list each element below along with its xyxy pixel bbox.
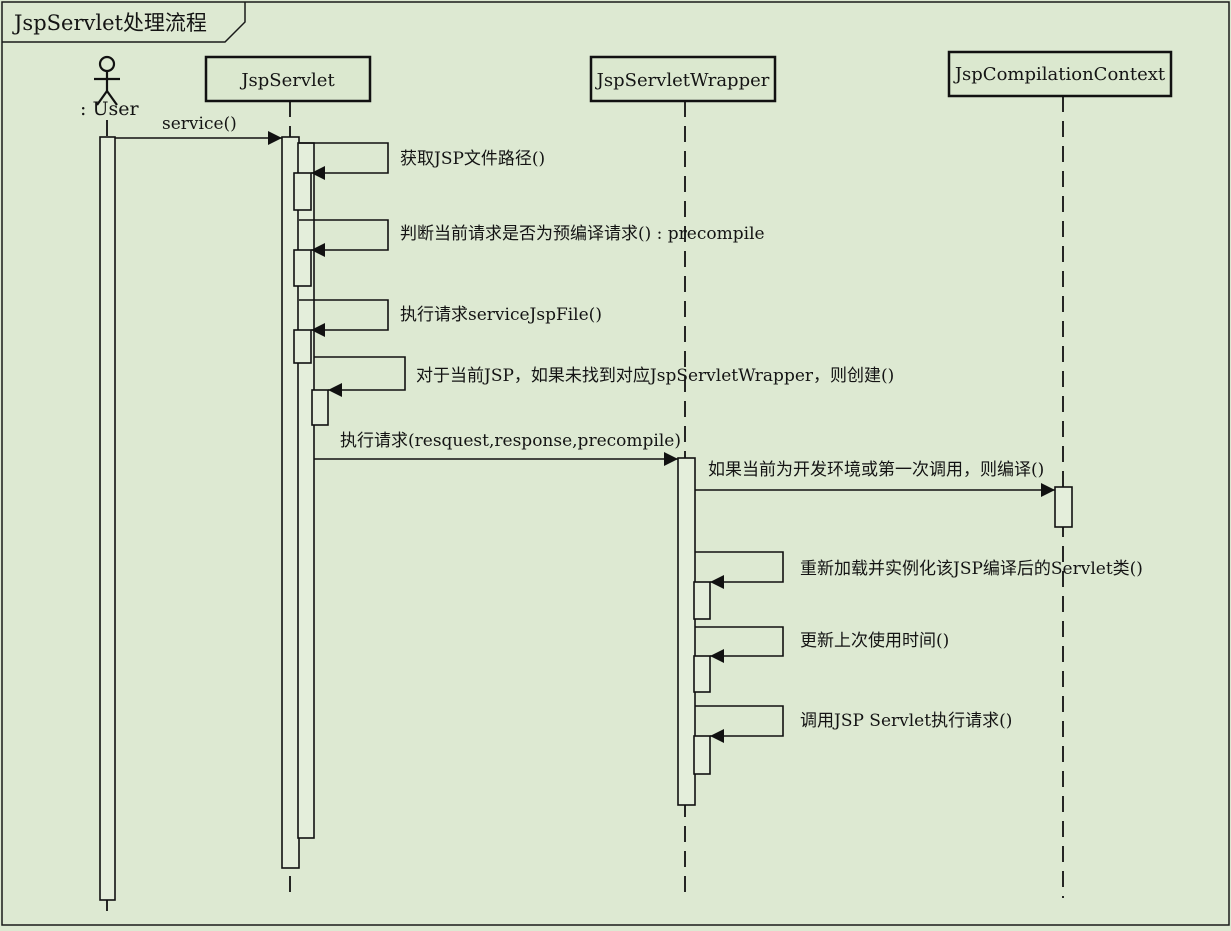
message-arrow-service-jsp-file xyxy=(299,299,389,337)
activation-self-get-path xyxy=(293,172,312,211)
message-label-compile: 如果当前为开发环境或第一次调用，则编译() xyxy=(708,460,1044,480)
message-arrow-invoke-servlet xyxy=(695,705,784,743)
activation-user xyxy=(99,136,116,901)
message-label-get-path: 获取JSP文件路径() xyxy=(400,149,545,169)
lifeline-head-wrapper xyxy=(589,55,777,103)
activation-jspservlet-nested xyxy=(297,142,315,839)
message-label-wrapper-service: 执行请求(resquest,response,precompile) xyxy=(340,431,681,451)
user-actor-icon xyxy=(94,55,120,106)
lifeline-label-context: JspCompilationContext xyxy=(953,64,1166,85)
message-arrow-create-wrapper xyxy=(314,356,406,397)
activation-self-update-time xyxy=(693,655,711,693)
lifeline-head-jspservlet xyxy=(204,55,372,103)
message-label-is-precompile: 判断当前请求是否为预编译请求() : precompile xyxy=(400,224,765,244)
activation-self-service-jsp-file xyxy=(293,329,312,364)
message-arrow-get-path xyxy=(299,142,389,180)
message-label-invoke-servlet: 调用JSP Servlet执行请求() xyxy=(800,711,1012,731)
activation-wrapper xyxy=(677,457,696,806)
frame-title-tab xyxy=(2,2,246,43)
activation-jspservlet xyxy=(281,136,300,869)
message-label-reload: 重新加载并实例化该JSP编译后的Servlet类() xyxy=(800,559,1143,579)
activation-self-invoke-servlet xyxy=(693,735,711,775)
message-label-service: service() xyxy=(162,114,237,134)
lifeline-head-context xyxy=(947,50,1173,98)
user-actor-label: : User xyxy=(80,98,139,120)
message-label-create-wrapper: 对于当前JSP，如果未找到对应JspServletWrapper，则创建() xyxy=(416,366,894,386)
message-arrow-is-precompile xyxy=(299,219,389,257)
activation-self-is-precompile xyxy=(293,249,312,287)
activation-self-reload xyxy=(693,581,711,620)
message-label-service-jsp-file: 执行请求serviceJspFile() xyxy=(400,305,602,325)
message-arrow-reload xyxy=(695,551,784,589)
frame-title: JspServlet处理流程 xyxy=(12,11,207,35)
lifeline-label-wrapper: JspServletWrapper xyxy=(595,70,770,91)
message-label-update-time: 更新上次使用时间() xyxy=(800,630,949,651)
activation-self-create-wrapper xyxy=(311,389,329,426)
activation-context xyxy=(1054,486,1073,528)
message-arrow-update-time xyxy=(695,626,784,663)
lifeline-label-jspservlet: JspServlet xyxy=(239,70,335,91)
